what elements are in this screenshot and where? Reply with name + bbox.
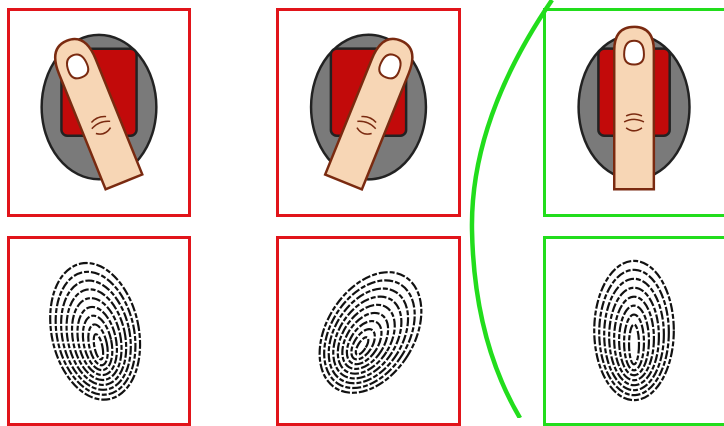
- panel-incorrect-scan-tilted: [276, 236, 461, 426]
- fingerprint-scan-icon: [10, 239, 188, 423]
- finger-shape: [614, 27, 654, 189]
- panel-incorrect-placement-tilted-right: [7, 8, 191, 217]
- finger-on-sensor-icon: [10, 11, 188, 214]
- finger-on-sensor-icon: [546, 11, 724, 214]
- finger-on-sensor-icon: [279, 11, 458, 214]
- panel-incorrect-placement-tilted-left: [276, 8, 461, 217]
- fingerprint-scan-icon: [279, 239, 458, 423]
- panel-correct-scan-full: [543, 236, 724, 426]
- fingerprint-scan-icon: [546, 239, 724, 423]
- panel-correct-placement-centered: [543, 8, 724, 217]
- panel-incorrect-scan-partial: [7, 236, 191, 426]
- correct-group-arc-line: [472, 0, 552, 418]
